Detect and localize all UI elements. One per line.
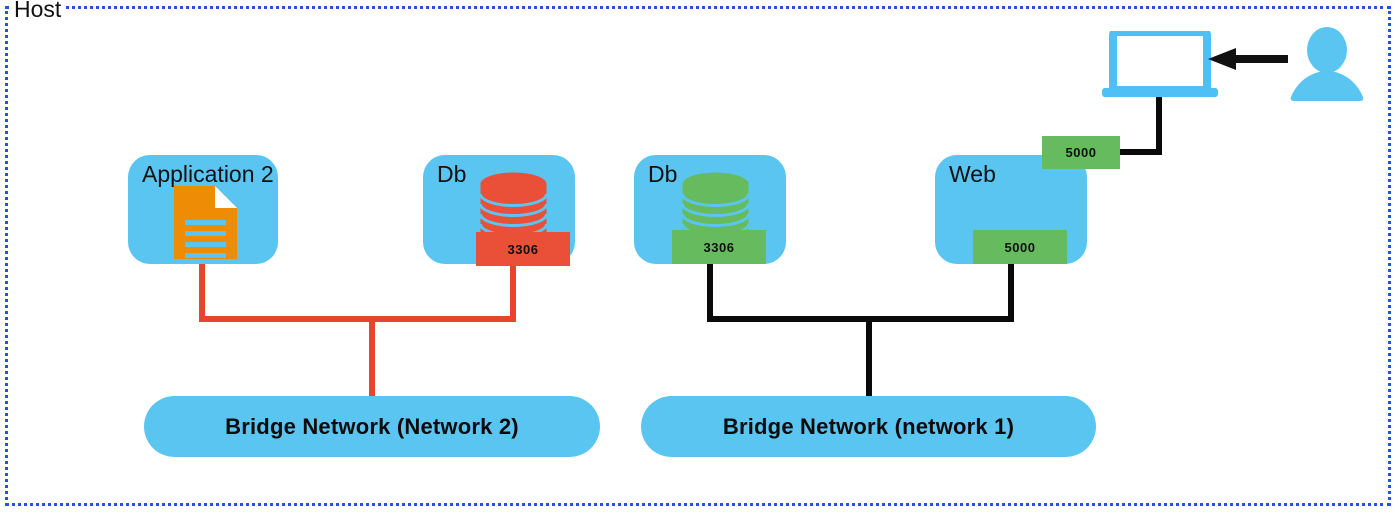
- link-publishedport-horizontal: [1118, 149, 1162, 155]
- laptop-icon: [1102, 31, 1218, 97]
- link-app2-to-network2: [199, 264, 205, 322]
- host-label: Host: [12, 0, 64, 22]
- user-icon: [1290, 27, 1364, 101]
- node-label-db-red: Db: [437, 161, 467, 187]
- link-network2-bus-to-bridge: [369, 316, 375, 398]
- host-boundary: [5, 6, 1391, 506]
- node-application-2[interactable]: Application 2: [128, 155, 278, 264]
- bridge-network-1[interactable]: Bridge Network (network 1): [641, 396, 1096, 457]
- network1-bus: [707, 316, 1014, 322]
- node-label-application-2: Application 2: [142, 161, 274, 187]
- node-label-db-green: Db: [648, 161, 678, 187]
- node-web[interactable]: Web 5000: [935, 155, 1087, 264]
- port-chip-web[interactable]: 5000: [973, 230, 1067, 264]
- node-label-web: Web: [949, 161, 996, 187]
- published-port-chip-web[interactable]: 5000: [1042, 136, 1120, 169]
- node-db-green[interactable]: Db 3306: [634, 155, 786, 264]
- network2-bus: [199, 316, 516, 322]
- link-web-to-network1: [1008, 264, 1014, 322]
- link-dbred-to-network2: [510, 264, 516, 322]
- link-network1-bus-to-bridge: [866, 316, 872, 398]
- port-chip-db-green[interactable]: 3306: [672, 230, 766, 264]
- port-chip-db-red[interactable]: 3306: [476, 232, 570, 266]
- link-publishedport-vertical: [1156, 94, 1162, 155]
- link-dbgreen-to-network1: [707, 264, 713, 322]
- arrow-left-icon: [1208, 48, 1288, 70]
- database-icon: [480, 172, 547, 244]
- bridge-network-2[interactable]: Bridge Network (Network 2): [144, 396, 600, 457]
- node-db-red[interactable]: Db 3306: [423, 155, 575, 266]
- document-icon: [174, 186, 237, 259]
